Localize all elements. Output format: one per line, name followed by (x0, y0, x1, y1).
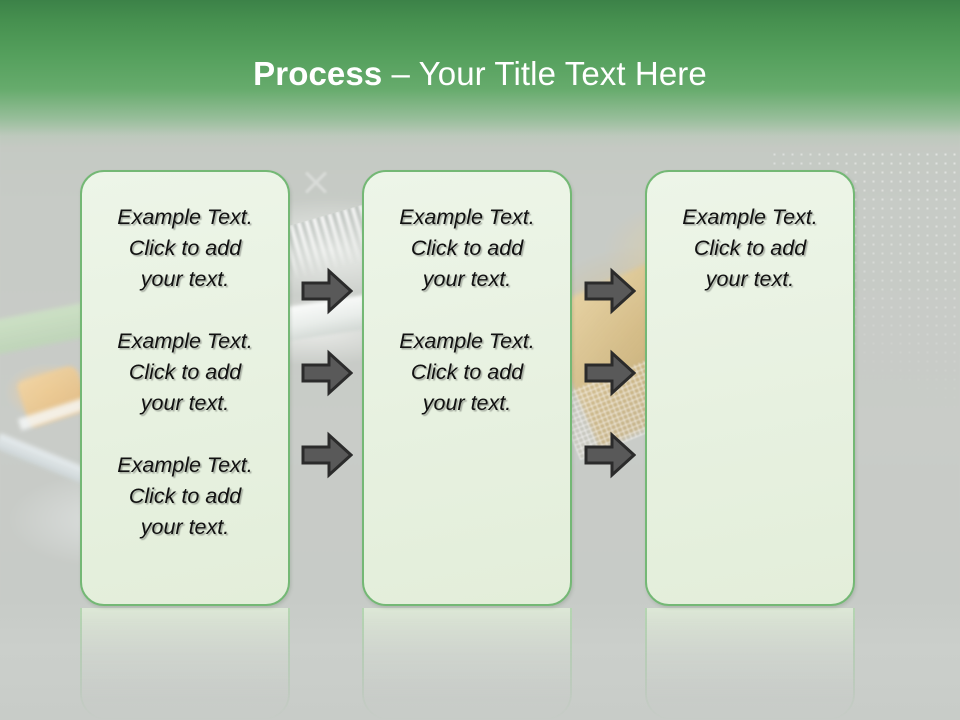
box-reflection-2 (362, 608, 572, 720)
text-placeholder[interactable]: Example Text. Click to add your text. (117, 329, 253, 415)
right-arrow-icon[interactable] (301, 267, 353, 315)
process-step-2[interactable]: Example Text. Click to add your text. Ex… (362, 170, 572, 606)
right-arrow-icon[interactable] (584, 431, 636, 479)
background-x-mark-icon (302, 168, 330, 196)
page-title: Process – Your Title Text Here (0, 52, 960, 96)
process-step-1-body: Example Text. Click to add your text. Ex… (92, 202, 278, 543)
right-arrow-icon[interactable] (584, 267, 636, 315)
page-title-rest: – Your Title Text Here (382, 55, 707, 92)
right-arrow-icon[interactable] (301, 431, 353, 479)
box-reflection-3 (645, 608, 855, 720)
box-reflection-1 (80, 608, 290, 720)
text-placeholder[interactable]: Example Text. Click to add your text. (117, 453, 253, 539)
process-step-3-body: Example Text. Click to add your text. (657, 202, 843, 295)
process-step-2-body: Example Text. Click to add your text. Ex… (374, 202, 560, 419)
text-placeholder[interactable]: Example Text. Click to add your text. (399, 205, 535, 291)
text-placeholder[interactable]: Example Text. Click to add your text. (399, 329, 535, 415)
right-arrow-icon[interactable] (584, 349, 636, 397)
text-placeholder[interactable]: Example Text. Click to add your text. (117, 205, 253, 291)
process-step-3[interactable]: Example Text. Click to add your text. (645, 170, 855, 606)
process-step-1[interactable]: Example Text. Click to add your text. Ex… (80, 170, 290, 606)
text-placeholder[interactable]: Example Text. Click to add your text. (682, 205, 818, 291)
slide-header-band (0, 0, 960, 148)
right-arrow-icon[interactable] (301, 349, 353, 397)
page-title-strong: Process (253, 55, 383, 92)
